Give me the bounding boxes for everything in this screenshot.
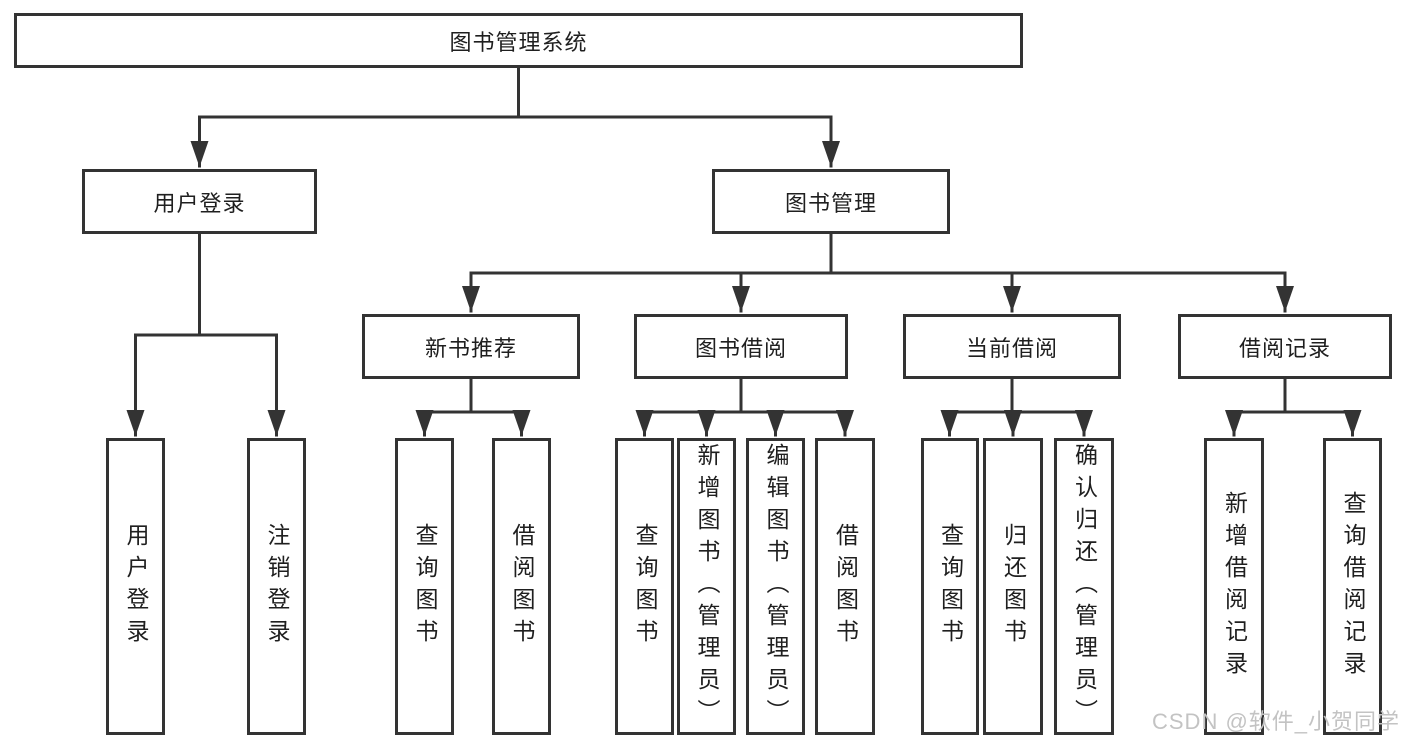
connector-user-login-trunk [134, 232, 278, 337]
leaf-records-add-record-label: 新增借阅记录 [1221, 490, 1248, 683]
node-current-borrowing: 当前借阅 [903, 314, 1121, 379]
leaf-borrowing-add-books: 新增图书（管理员） [677, 438, 736, 735]
node-user-login: 用户登录 [82, 169, 317, 234]
leaf-user-login-label: 用户登录 [123, 522, 149, 651]
node-book-borrowing: 图书借阅 [634, 314, 848, 379]
connector-book-management-trunk [469, 232, 1287, 275]
node-borrowing-records: 借阅记录 [1178, 314, 1392, 379]
connector-current-trunk [948, 377, 1086, 414]
connector-borrowing-trunk [643, 377, 847, 414]
leaf-current-query-books: 查询图书 [921, 438, 979, 735]
node-root-system: 图书管理系统 [14, 13, 1023, 68]
csdn-watermark: CSDN @软件_小贺同学 [1152, 709, 1401, 734]
leaf-current-confirm-return: 确认归还（管理员） [1054, 438, 1114, 735]
leaf-borrowing-query-books-label: 查询图书 [632, 522, 658, 651]
connector-recommend-trunk [423, 377, 523, 414]
leaf-recommend-borrow-books: 借阅图书 [492, 438, 551, 735]
connector-records-trunk [1232, 377, 1354, 414]
leaf-current-return-books: 归还图书 [983, 438, 1043, 735]
leaf-recommend-query-books-label: 查询图书 [412, 522, 438, 651]
leaf-current-confirm-return-label: 确认归还（管理员） [1071, 442, 1098, 731]
leaf-user-login: 用户登录 [106, 438, 165, 735]
leaf-logout-label: 注销登录 [264, 522, 290, 651]
leaf-current-query-books-label: 查询图书 [937, 522, 964, 651]
leaf-borrowing-edit-books-label: 编辑图书（管理员） [763, 442, 789, 731]
node-new-book-recommend: 新书推荐 [362, 314, 580, 379]
leaf-records-query-record-label: 查询借阅记录 [1340, 490, 1366, 683]
connector-root-trunk [198, 66, 833, 119]
leaf-borrowing-borrow-books-label: 借阅图书 [832, 522, 859, 651]
leaf-recommend-query-books: 查询图书 [395, 438, 454, 735]
leaf-recommend-borrow-books-label: 借阅图书 [509, 522, 535, 651]
leaf-current-return-books-label: 归还图书 [1000, 522, 1027, 651]
node-book-management: 图书管理 [712, 169, 950, 234]
leaf-borrowing-borrow-books: 借阅图书 [815, 438, 875, 735]
leaf-borrowing-query-books: 查询图书 [615, 438, 674, 735]
leaf-records-query-record: 查询借阅记录 [1323, 438, 1382, 735]
leaf-logout: 注销登录 [247, 438, 306, 735]
leaf-borrowing-edit-books: 编辑图书（管理员） [746, 438, 805, 735]
leaf-records-add-record: 新增借阅记录 [1204, 438, 1264, 735]
leaf-borrowing-add-books-label: 新增图书（管理员） [694, 442, 720, 731]
